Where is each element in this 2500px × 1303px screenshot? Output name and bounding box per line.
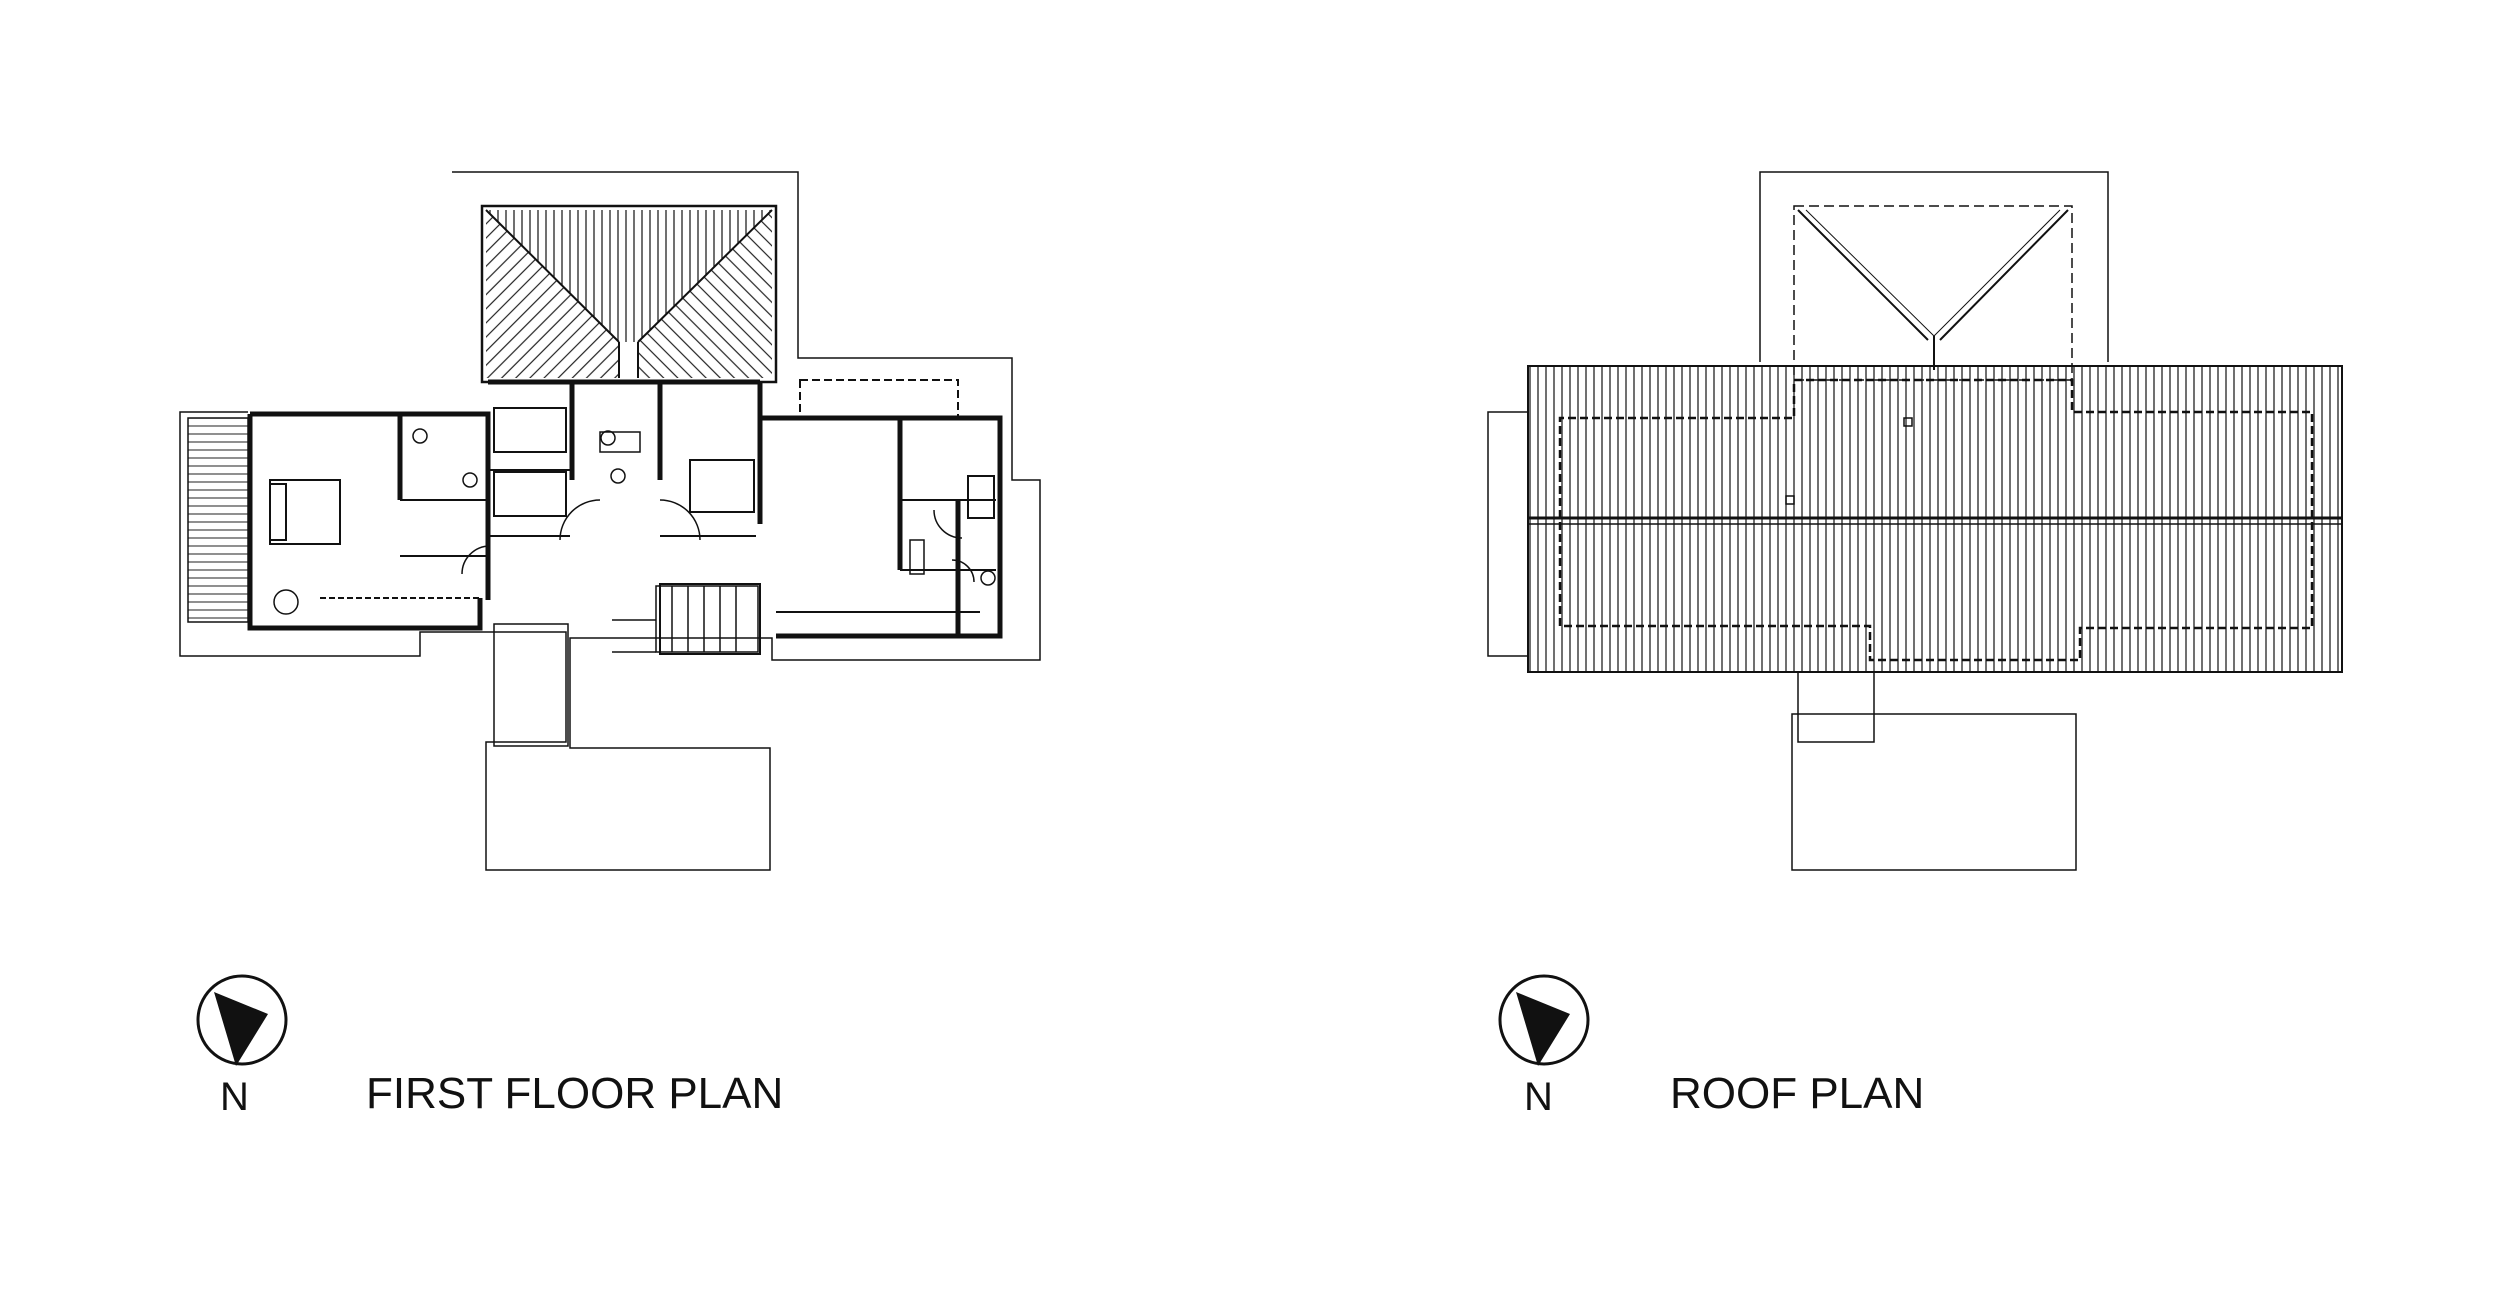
hip-roof-left [486, 210, 619, 378]
hip-ridge [485, 209, 620, 343]
wall-line-below [1558, 378, 2314, 662]
sink-icon [599, 431, 925, 575]
first-floor-plan-drawing [179, 171, 1041, 871]
roof-overhang-outline [179, 171, 1041, 871]
walls [247, 379, 1003, 639]
north-label: N [220, 1075, 249, 1119]
porch-roof [1797, 671, 1875, 743]
hip-ridge [1805, 209, 1935, 337]
carport-roof [1791, 713, 2077, 871]
roof-vent [1903, 417, 1913, 427]
door-swing-icon [461, 499, 975, 583]
bed-icon [269, 407, 995, 545]
roof-vent [1785, 495, 1795, 505]
upper-roof-outline [1759, 171, 2109, 362]
hip-ridge [637, 209, 773, 343]
toilet-icon [273, 428, 996, 615]
hip-ridge [1797, 209, 1929, 341]
north-arrow-icon [1498, 974, 1590, 1066]
stair-icon [612, 585, 759, 653]
hip-roof-right [638, 210, 772, 378]
roof-plan-drawing [1487, 171, 2343, 871]
hip-roof-top [486, 210, 772, 342]
north-arrow-icon [196, 974, 288, 1066]
hip-ridge [1933, 209, 2061, 337]
north-label: N [1524, 1075, 1553, 1119]
interior-walls [320, 379, 996, 655]
side-overhang-outline [1487, 411, 1528, 657]
entry-porch-roof [493, 623, 569, 747]
west-balcony [187, 417, 249, 623]
plan-title: FIRST FLOOR PLAN [366, 1069, 783, 1118]
hip-ridge [1939, 209, 2069, 341]
plan-title: ROOF PLAN [1670, 1069, 1924, 1118]
